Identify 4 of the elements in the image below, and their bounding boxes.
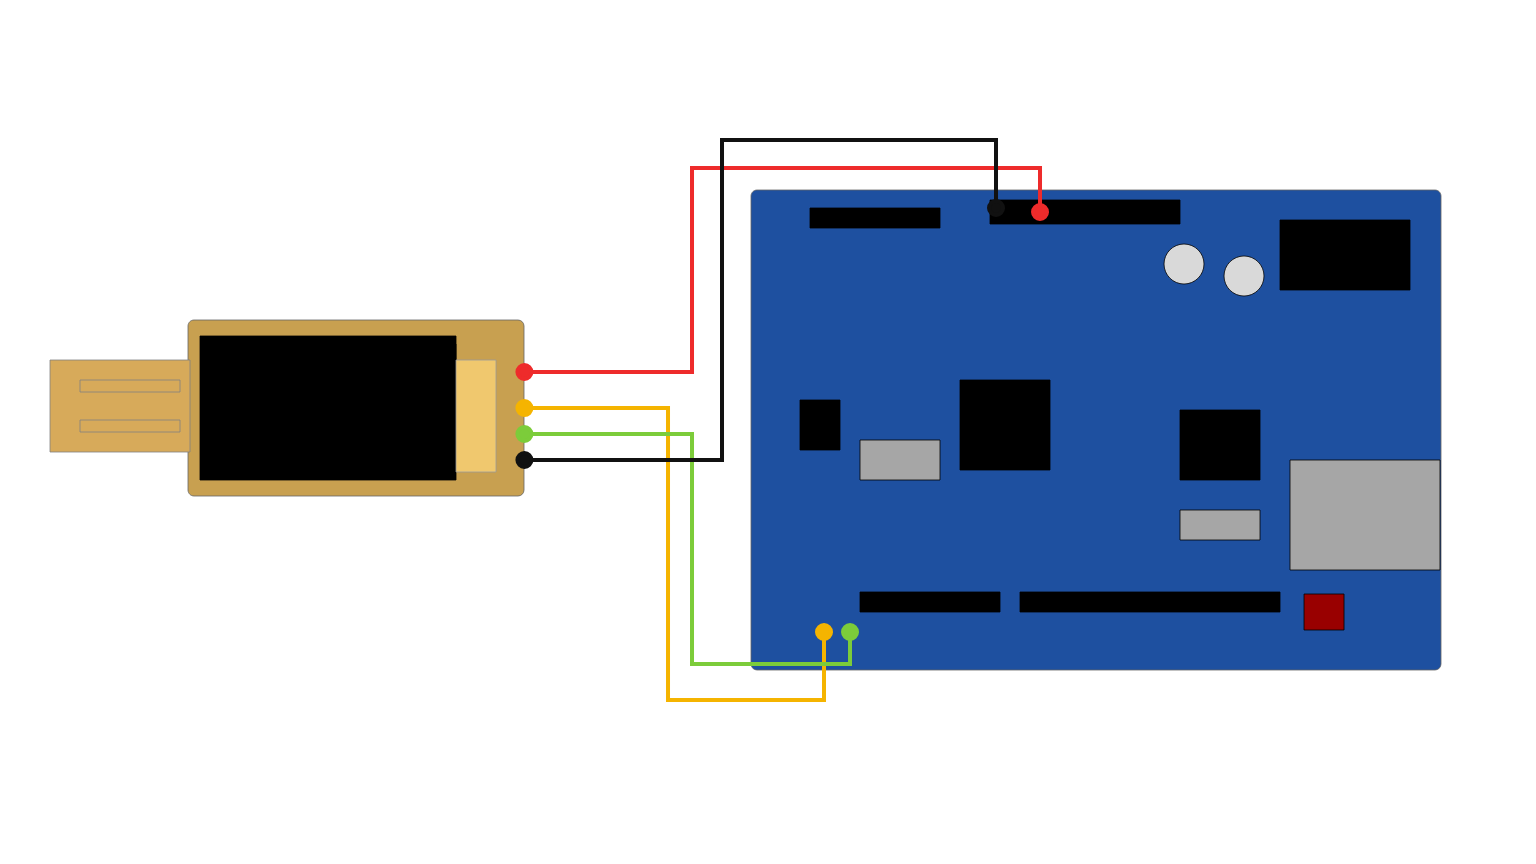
wire — [515, 399, 833, 702]
wire — [515, 138, 1005, 469]
wire — [515, 166, 1049, 381]
wire — [515, 425, 859, 666]
